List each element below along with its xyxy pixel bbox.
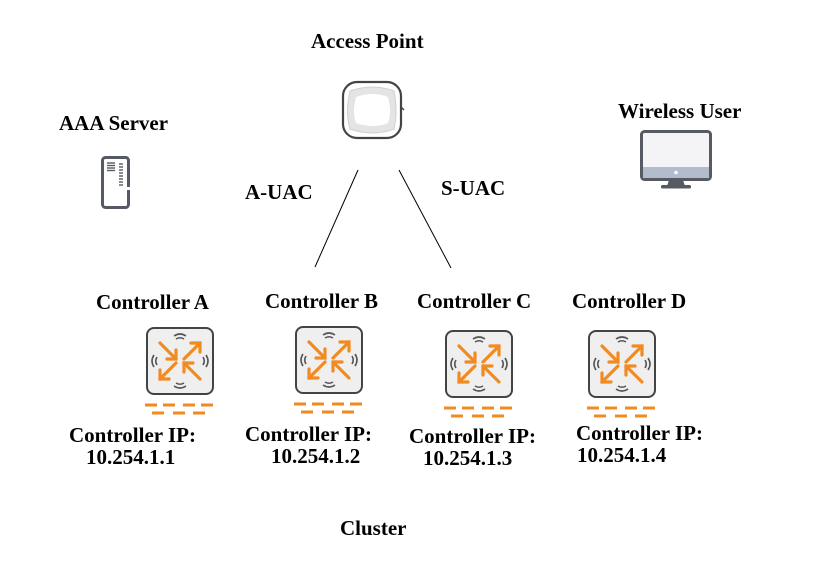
access-point-icon bbox=[340, 79, 406, 145]
a-uac-label: A-UAC bbox=[245, 180, 313, 204]
cluster-label: Cluster bbox=[340, 516, 407, 540]
controller-a-label: Controller A bbox=[96, 290, 209, 314]
aaa-server-label: AAA Server bbox=[59, 111, 169, 135]
controller-ip-label: Controller IP: bbox=[245, 422, 372, 446]
controller-b-label: Controller B bbox=[265, 289, 378, 313]
controller-ip-label: Controller IP: bbox=[409, 424, 536, 448]
controller-c-label: Controller C bbox=[417, 289, 532, 313]
controller-ip-label: Controller IP: bbox=[576, 421, 703, 445]
server-icon bbox=[100, 155, 132, 211]
controller-ip-value: 10.254.1.1 bbox=[86, 445, 176, 470]
controller-a-ip: Controller IP: 10.254.1.1 bbox=[69, 424, 196, 468]
s-uac-link bbox=[398, 169, 452, 269]
s-uac-label: S-UAC bbox=[441, 176, 506, 200]
controller-d-ip: Controller IP: 10.254.1.4 bbox=[576, 422, 703, 466]
wireless-user-label: Wireless User bbox=[618, 99, 742, 123]
controller-ip-value: 10.254.1.4 bbox=[577, 443, 667, 468]
controller-d-icon bbox=[587, 329, 659, 421]
controller-c-ip: Controller IP: 10.254.1.3 bbox=[409, 425, 536, 469]
controller-c-icon bbox=[444, 329, 516, 421]
access-point-label: Access Point bbox=[311, 29, 424, 53]
controller-ip-label: Controller IP: bbox=[69, 423, 196, 447]
controller-b-icon bbox=[294, 325, 366, 417]
a-uac-link bbox=[314, 169, 359, 268]
controller-b-ip: Controller IP: 10.254.1.2 bbox=[245, 423, 372, 467]
monitor-icon bbox=[639, 129, 713, 191]
controller-ip-value: 10.254.1.3 bbox=[423, 446, 513, 471]
controller-d-label: Controller D bbox=[572, 289, 687, 313]
controller-ip-value: 10.254.1.2 bbox=[271, 444, 361, 469]
controller-a-icon bbox=[145, 326, 217, 418]
